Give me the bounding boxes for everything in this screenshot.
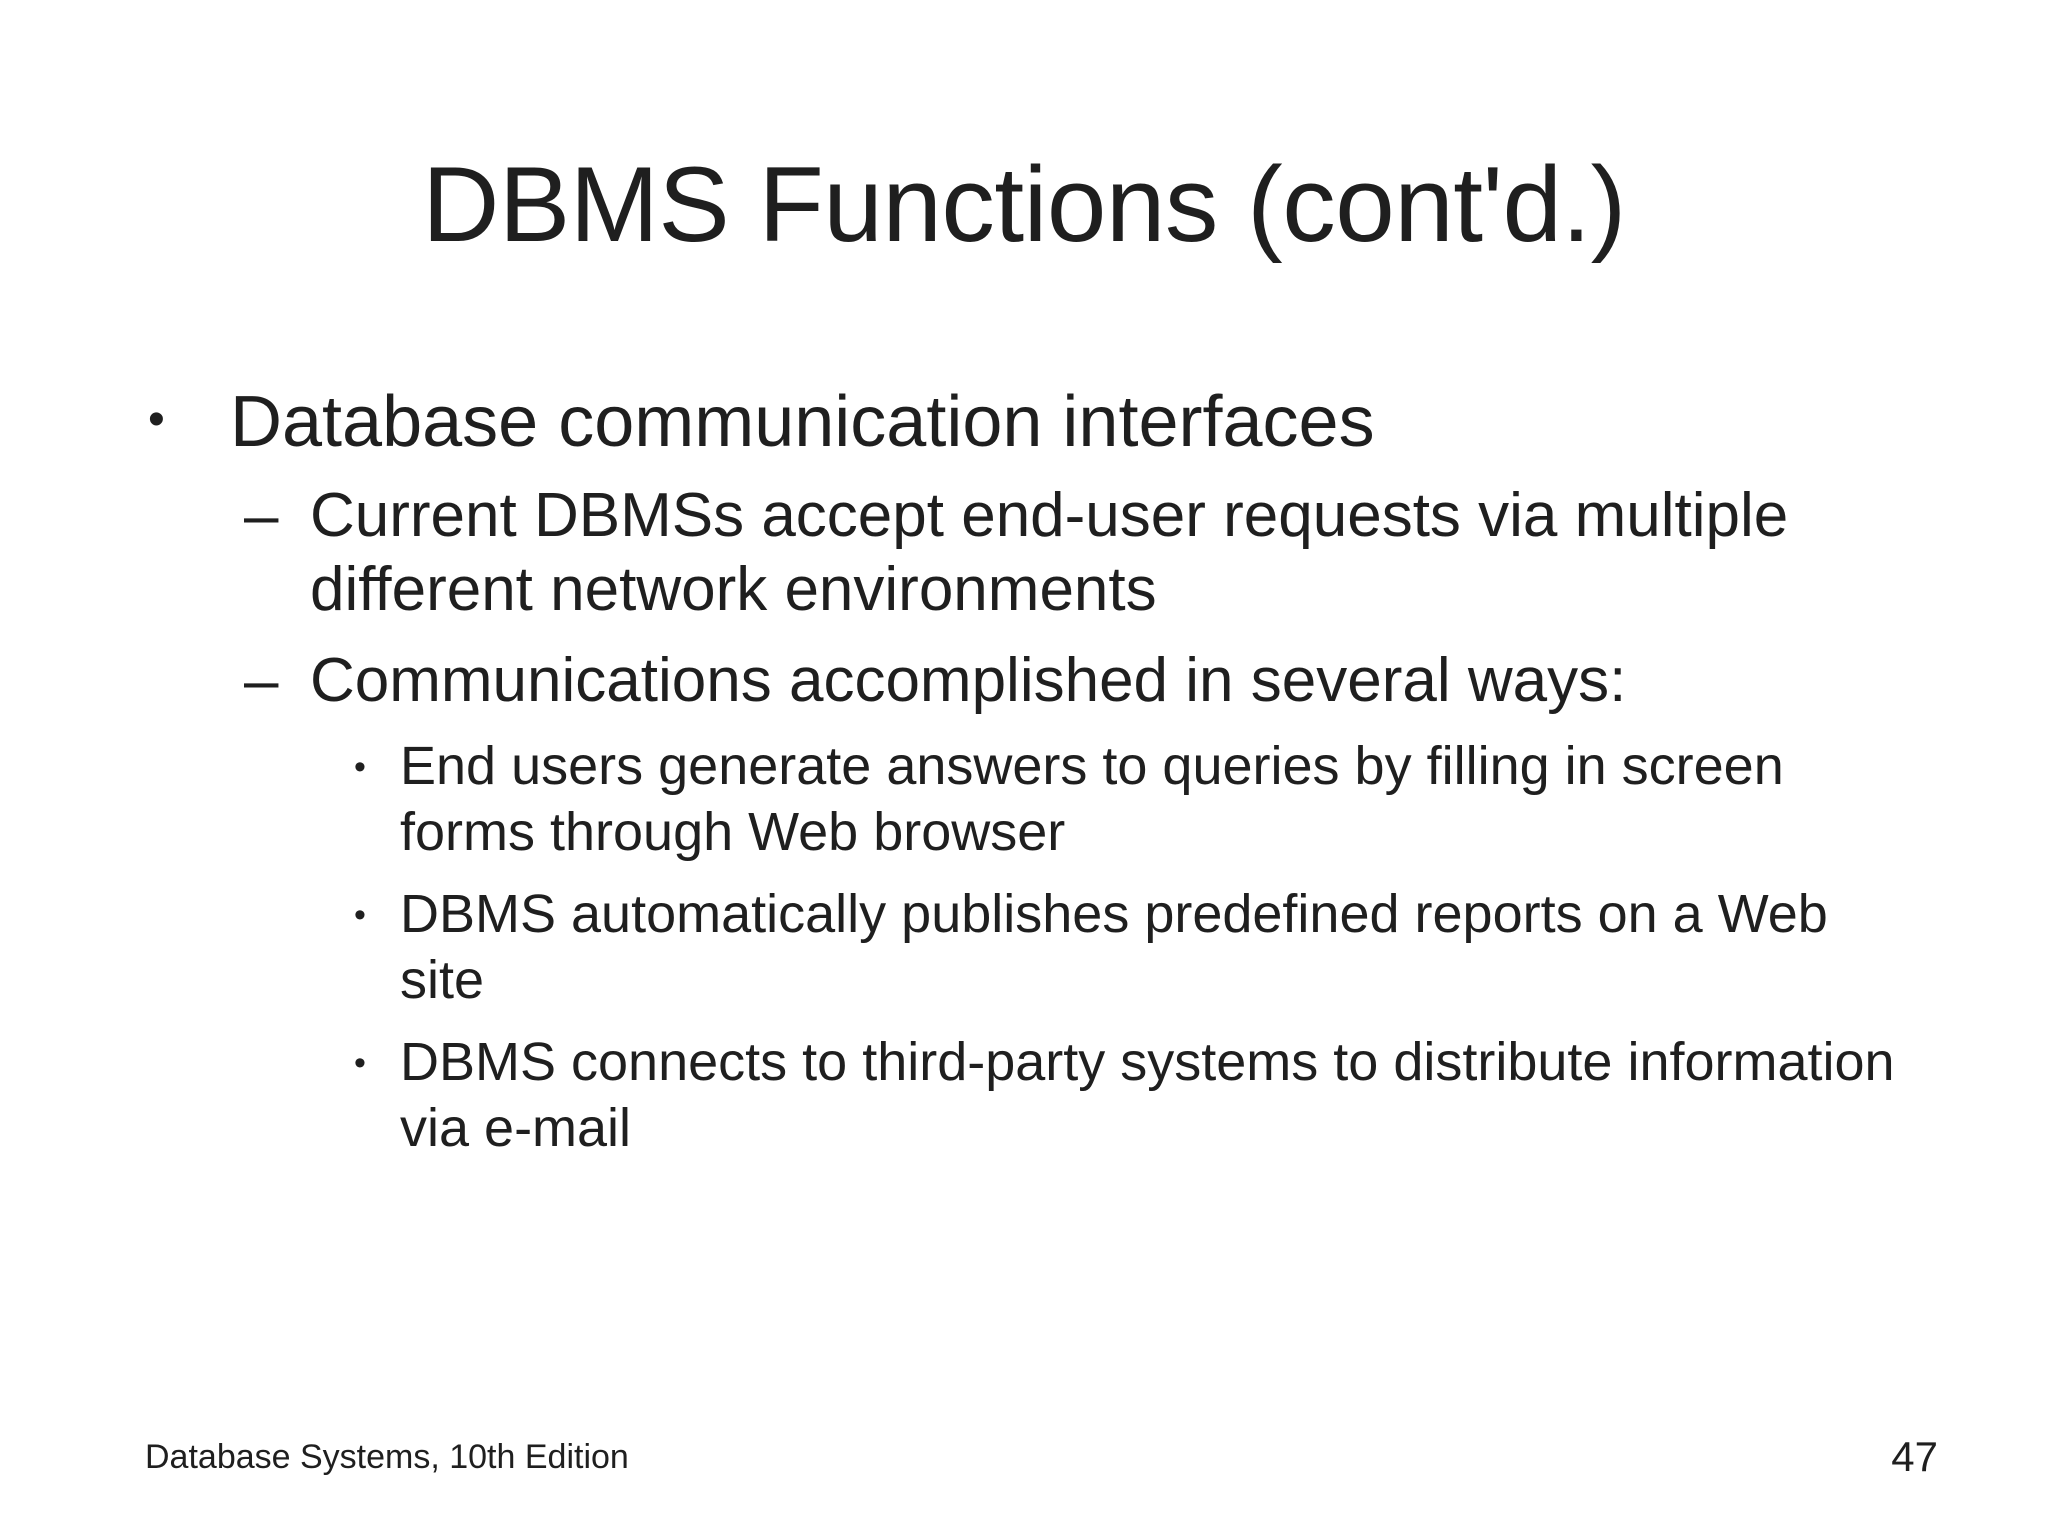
bullet-dot-icon: • xyxy=(354,895,366,934)
bullet-level1-text: Database communication interfaces xyxy=(230,382,1375,462)
slide-title: DBMS Functions (cont'd.) xyxy=(422,144,1626,264)
bullet-level1: • Database communication interfaces xyxy=(140,380,1930,465)
bullet-level2: – Current DBMSs accept end-user requests… xyxy=(244,479,1930,628)
bullet-dot-icon: • xyxy=(148,393,165,446)
bullet-dash-icon: – xyxy=(244,645,279,715)
bullet-level3: • DBMS automatically publishes predefine… xyxy=(354,882,1930,1014)
bullet-dot-icon: • xyxy=(354,1043,366,1082)
bullet-level3-text: DBMS automatically publishes predefined … xyxy=(400,883,1828,1010)
bullet-level3: • DBMS connects to third-party systems t… xyxy=(354,1030,1930,1162)
bullet-dash-icon: – xyxy=(244,480,279,550)
slide-body: • Database communication interfaces – Cu… xyxy=(140,380,1930,1177)
footer-source-text: Database Systems, 10th Edition xyxy=(145,1438,629,1477)
bullet-dot-icon: • xyxy=(354,748,366,787)
bullet-level3-text: DBMS connects to third-party systems to … xyxy=(400,1031,1895,1158)
bullet-level2-text: Current DBMSs accept end-user requests v… xyxy=(310,480,1789,625)
bullet-level3: • End users generate answers to queries … xyxy=(354,734,1930,866)
slide-page-number: 47 xyxy=(1891,1432,1938,1480)
bullet-level3-text: End users generate answers to queries by… xyxy=(400,736,1784,862)
bullet-level2: – Communications accomplished in several… xyxy=(244,644,1930,718)
bullet-level2-text: Communications accomplished in several w… xyxy=(310,645,1627,715)
